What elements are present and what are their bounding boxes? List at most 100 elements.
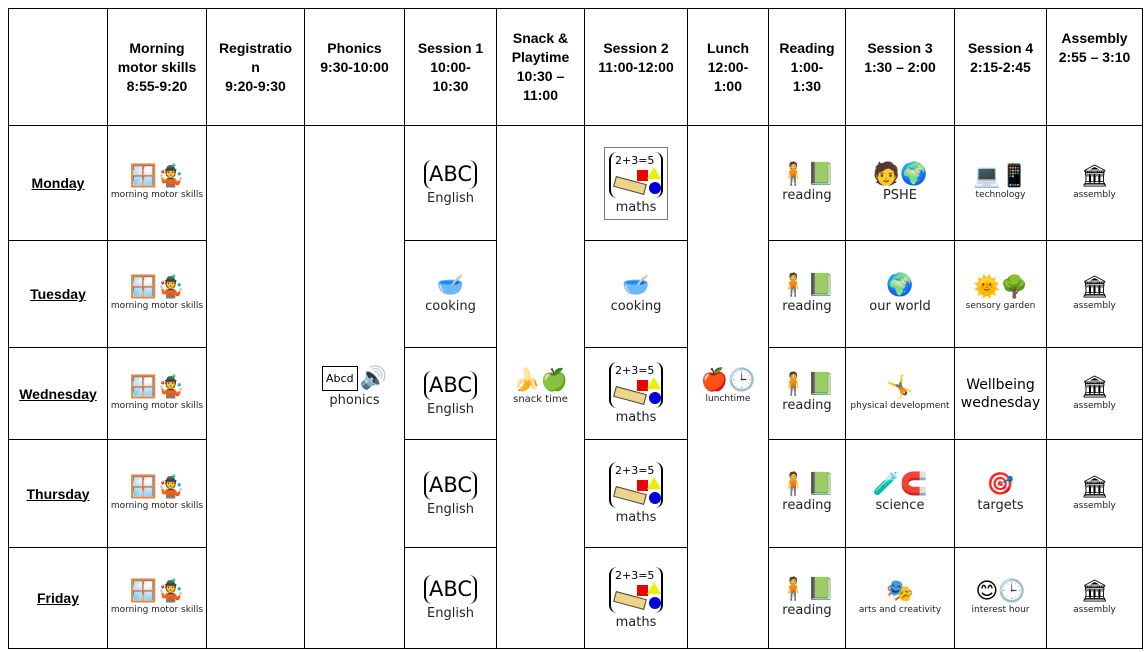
motor-cell: 🪟🤹morning motor skills [107, 240, 207, 348]
reading-icon: 🧍📗 [779, 576, 835, 602]
header-10: Session 4 2:15-2:45 [954, 8, 1047, 126]
symbol-label: PSHE [882, 187, 918, 203]
session2-cell: 2+3=5 maths [584, 439, 688, 548]
motor-cell: 🪟🤹morning motor skills [107, 547, 207, 649]
session3-cell: 🎭arts and creativity [845, 547, 955, 649]
symbol-label: interest hour [971, 605, 1030, 615]
morning-motor-skills-icon: 🪟🤹 [129, 474, 185, 500]
header-3: Phonics 9:30-10:00 [304, 8, 405, 126]
reading-cell: 🧍📗reading [768, 439, 846, 548]
reading-icon: 🧍📗 [779, 161, 835, 187]
reading-cell: 🧍📗reading [768, 240, 846, 348]
interest-hour-icon: 😊🕒 [975, 579, 1026, 604]
session4-cell: 😊🕒interest hour [954, 547, 1047, 649]
maths-icon: 2+3=5 [609, 566, 663, 613]
symbol-label: assembly [1073, 500, 1116, 511]
lunch-icon: 🍎🕒 [700, 368, 756, 393]
symbol-label: our world [869, 298, 931, 314]
symbol-label: morning motor skills [110, 190, 204, 200]
day-label: Friday [8, 547, 108, 649]
arts-and-creativity-icon: 🎭 [886, 579, 914, 604]
assembly-cell: 🏛assembly [1046, 240, 1143, 348]
snack-cell: 🍌🍏snack time [496, 125, 585, 649]
reading-cell: 🧍📗reading [768, 547, 846, 649]
header-5: Snack & Playtime 10:30 – 11:00 [496, 8, 585, 126]
abc-icon: ABC [423, 470, 478, 500]
session3-cell: 🌍our world [845, 240, 955, 348]
assembly-icon: 🏛 [1080, 474, 1109, 500]
assembly-icon: 🏛 [1080, 164, 1109, 189]
morning-motor-skills-icon: 🪟🤹 [129, 579, 185, 604]
session4-cell: 🎯targets [954, 439, 1047, 548]
maths-icon: 2+3=5 [609, 462, 663, 508]
reading-icon: 🧍📗 [779, 372, 835, 397]
assembly-icon: 🏛 [1080, 374, 1109, 400]
symbol-label: maths [615, 410, 657, 425]
symbol-label: assembly [1073, 301, 1116, 311]
symbol-label: assembly [1073, 605, 1116, 615]
header-4: Session 1 10:00- 10:30 [404, 8, 497, 126]
header-8: Reading 1:00- 1:30 [768, 8, 846, 126]
header-2: Registratio n 9:20-9:30 [206, 8, 305, 126]
header-0 [8, 8, 108, 126]
our-world-icon: 🌍 [886, 272, 914, 298]
maths-icon: 2+3=5 [609, 151, 663, 198]
symbol-label: English [427, 606, 474, 621]
technology-icon: 💻📱 [973, 164, 1028, 189]
header-7: Lunch 12:00- 1:00 [687, 8, 769, 126]
symbol-label: maths [615, 614, 657, 630]
symbol-label: science [875, 498, 925, 513]
assembly-cell: 🏛assembly [1046, 547, 1143, 649]
sensory-garden-icon: 🌞🌳 [973, 275, 1028, 300]
symbol-label: assembly [1073, 400, 1116, 411]
targets-icon: 🎯 [986, 472, 1015, 497]
reading-icon: 🧍📗 [779, 472, 835, 497]
symbol-label: cooking [610, 298, 662, 314]
symbol-label: sensory garden [965, 301, 1036, 311]
snack-icon: 🍌🍏 [513, 367, 568, 393]
morning-motor-skills-icon: 🪟🤹 [129, 164, 185, 189]
header-1: Morning motor skills 8:55-9:20 [107, 8, 207, 126]
phonics-cell: Abcd🔊phonics [304, 125, 405, 649]
reading-cell: 🧍📗reading [768, 125, 846, 241]
symbol-label: morning motor skills [110, 400, 204, 411]
symbol-label: technology [975, 190, 1026, 200]
pshe-icon: 🧑🌍 [872, 161, 928, 187]
abc-icon: ABC [423, 160, 478, 189]
symbol-label: English [427, 501, 474, 517]
symbol-label: morning motor skills [110, 301, 204, 311]
header-6: Session 2 11:00-12:00 [584, 8, 688, 126]
session3-cell: 🧑🌍PSHE [845, 125, 955, 241]
morning-motor-skills-icon: 🪟🤹 [129, 275, 185, 300]
session1-cell: 🥣cooking [404, 240, 497, 348]
symbol-label: reading [782, 398, 832, 413]
day-row: Tuesday🪟🤹morning motor skills🥣cooking🥣co… [8, 240, 1143, 348]
symbol-label: morning motor skills [110, 500, 204, 511]
wellbeing-text: Wellbeing wednesday [960, 376, 1041, 411]
symbol-label: reading [782, 298, 832, 314]
header-9: Session 3 1:30 – 2:00 [845, 8, 955, 126]
assembly-icon: 🏛 [1080, 579, 1109, 604]
session1-cell: ABC English [404, 125, 497, 241]
symbol-label: reading [782, 498, 832, 513]
symbol-label: English [427, 191, 474, 206]
symbol-label: arts and creativity [858, 605, 942, 615]
assembly-cell: 🏛assembly [1046, 125, 1143, 241]
day-label: Tuesday [8, 240, 108, 348]
day-label: Thursday [8, 439, 108, 548]
session3-cell: 🤸physical development [845, 347, 955, 440]
symbol-label: morning motor skills [110, 605, 204, 615]
session3-cell: 🧪🧲science [845, 439, 955, 548]
symbol-label: maths [615, 510, 657, 525]
speaker-icon: 🔊 [359, 365, 387, 391]
reading-icon: 🧍📗 [779, 272, 835, 298]
physical-development-icon: 🤸 [886, 374, 914, 400]
lunch-cell: 🍎🕒lunchtime [687, 125, 769, 649]
session2-cell: 🥣cooking [584, 240, 688, 348]
motor-cell: 🪟🤹morning motor skills [107, 439, 207, 548]
